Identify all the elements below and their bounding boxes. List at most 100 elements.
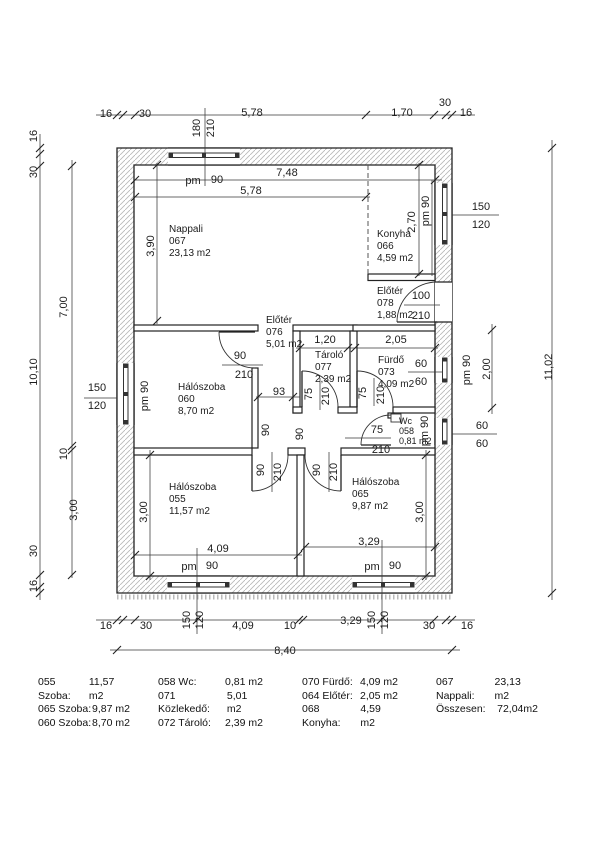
room-name: Wc bbox=[399, 416, 412, 426]
dimension-label: 210 bbox=[320, 387, 332, 405]
room-area: 8,70 m2 bbox=[178, 406, 215, 417]
legend-entry: Összesen: 72,04m2 bbox=[436, 703, 538, 717]
room-area: 4,59 m2 bbox=[377, 253, 414, 264]
room-number: 067 bbox=[169, 236, 186, 247]
legend-value: 4,09 m2 bbox=[360, 676, 398, 688]
legend-value: 9,87 m2 bbox=[92, 703, 130, 715]
dimension-label: 100 bbox=[412, 290, 430, 302]
dimension-label: 210 bbox=[375, 386, 387, 404]
dimension-label: 60 bbox=[476, 420, 488, 432]
dimension-label: 30 bbox=[423, 620, 435, 632]
dimension-label: 16 bbox=[461, 620, 473, 632]
room-number: 065 bbox=[352, 489, 369, 500]
dimension-label: 16 bbox=[460, 107, 472, 119]
dimension-label: 150 bbox=[88, 382, 106, 394]
dimension-label: 16 bbox=[28, 580, 40, 592]
dimension-label: 90 bbox=[294, 428, 306, 440]
room-number: 078 bbox=[377, 298, 394, 309]
dimension-label: 10,10 bbox=[28, 358, 40, 386]
washbasin bbox=[390, 413, 402, 423]
dimension-label: 1,70 bbox=[391, 107, 412, 119]
legend-entry: 055 Szoba:11,57 m2 bbox=[38, 676, 130, 703]
legend-value: 23,13 m2 bbox=[494, 676, 521, 702]
room-area: 4,09 m2 bbox=[378, 379, 415, 390]
dimension-label: 3,29 bbox=[340, 615, 361, 627]
outer-wall bbox=[116, 147, 453, 594]
legend-value: 2,05 m2 bbox=[360, 689, 398, 702]
dimension-label: 120 bbox=[472, 219, 490, 231]
room-area: 0,81 m2 bbox=[399, 436, 432, 446]
dimension-label: 5,78 bbox=[240, 185, 261, 197]
window-wc bbox=[434, 418, 453, 445]
legend-label: 055 Szoba: bbox=[38, 676, 71, 702]
window-haloszoba-055 bbox=[167, 575, 230, 594]
room-name: Nappali bbox=[169, 224, 203, 235]
dimension-label: 3,29 bbox=[358, 536, 379, 548]
dimension-label: pm bbox=[185, 175, 200, 187]
dimension-label: 30 bbox=[439, 97, 451, 109]
dimension-label: 210 bbox=[412, 310, 430, 322]
room-area: 23,13 m2 bbox=[169, 248, 211, 259]
dimension-label: 120 bbox=[379, 611, 391, 629]
room-area: 9,87 m2 bbox=[352, 501, 389, 512]
legend-label: 058 Wc: bbox=[158, 676, 197, 688]
dimension-label: 3,00 bbox=[414, 501, 426, 522]
dimension-label: pm 90 bbox=[420, 196, 432, 227]
dimension-label: 4,09 bbox=[232, 620, 253, 632]
room-area: 5,01 m2 bbox=[266, 339, 303, 350]
dimension-label: 210 bbox=[372, 444, 390, 456]
dimension-label: 210 bbox=[272, 463, 284, 481]
room-number: 066 bbox=[377, 241, 394, 252]
dimension-label: pm bbox=[364, 561, 379, 573]
dimension-label: 60 bbox=[476, 438, 488, 450]
room-name: Hálószoba bbox=[352, 477, 400, 488]
dimension-label: pm bbox=[181, 561, 196, 573]
window-haloszoba-060 bbox=[116, 363, 135, 425]
entry-door bbox=[396, 281, 452, 323]
dimension-label: 60 bbox=[415, 358, 427, 370]
dimension-label: 150 bbox=[366, 611, 378, 629]
legend-label: 064 Előtér: bbox=[302, 689, 353, 702]
window-haloszoba-065 bbox=[352, 575, 415, 594]
dimension-ticks bbox=[35, 110, 557, 655]
dimension-label: 210 bbox=[235, 369, 253, 381]
legend-label: 071 Közlekedő: bbox=[158, 689, 210, 716]
room-area: 2,39 m2 bbox=[315, 374, 352, 385]
legend-label: Összesen: bbox=[436, 703, 486, 715]
room-number: 060 bbox=[178, 394, 195, 405]
room-name: Hálószoba bbox=[169, 482, 217, 493]
dimension-label: pm 90 bbox=[139, 381, 151, 412]
dimension-label: 90 bbox=[389, 560, 401, 572]
dimension-label: 10 bbox=[284, 620, 296, 632]
dimension-label: 3,00 bbox=[68, 499, 80, 520]
door-haloszoba-065 bbox=[304, 454, 342, 492]
legend-label: 065 Szoba: bbox=[38, 703, 92, 715]
room-number: 076 bbox=[266, 327, 283, 338]
legend-entry: 065 Szoba:9,87 m2 bbox=[38, 703, 130, 717]
dimension-label: 90 bbox=[260, 424, 272, 436]
legend-value: 72,04m2 bbox=[497, 703, 538, 715]
dimension-label: 16 bbox=[28, 130, 40, 142]
legend-entry: 068 Konyha:4,59 m2 bbox=[302, 703, 398, 730]
legend-entry: 067 Nappali:23,13 m2 bbox=[436, 676, 538, 703]
dimension-label: 7,48 bbox=[276, 167, 297, 179]
dimension-label: 2,05 bbox=[385, 334, 406, 346]
legend-entry: 060 Szoba:8,70 m2 bbox=[38, 717, 130, 731]
legend-entry: 072 Tároló:2,39 m2 bbox=[158, 717, 263, 731]
dimension-label: 7,00 bbox=[58, 296, 70, 317]
room-name: Előtér bbox=[266, 315, 293, 326]
dimension-label: 210 bbox=[328, 463, 340, 481]
room-name: Előtér bbox=[377, 286, 404, 297]
dimension-label: 90 bbox=[206, 560, 218, 572]
legend-entry: 064 Előtér: 2,05 m2 bbox=[302, 690, 398, 704]
door-haloszoba-055 bbox=[251, 454, 289, 492]
window-furdo bbox=[434, 357, 453, 383]
dimension-lines bbox=[39, 108, 553, 651]
